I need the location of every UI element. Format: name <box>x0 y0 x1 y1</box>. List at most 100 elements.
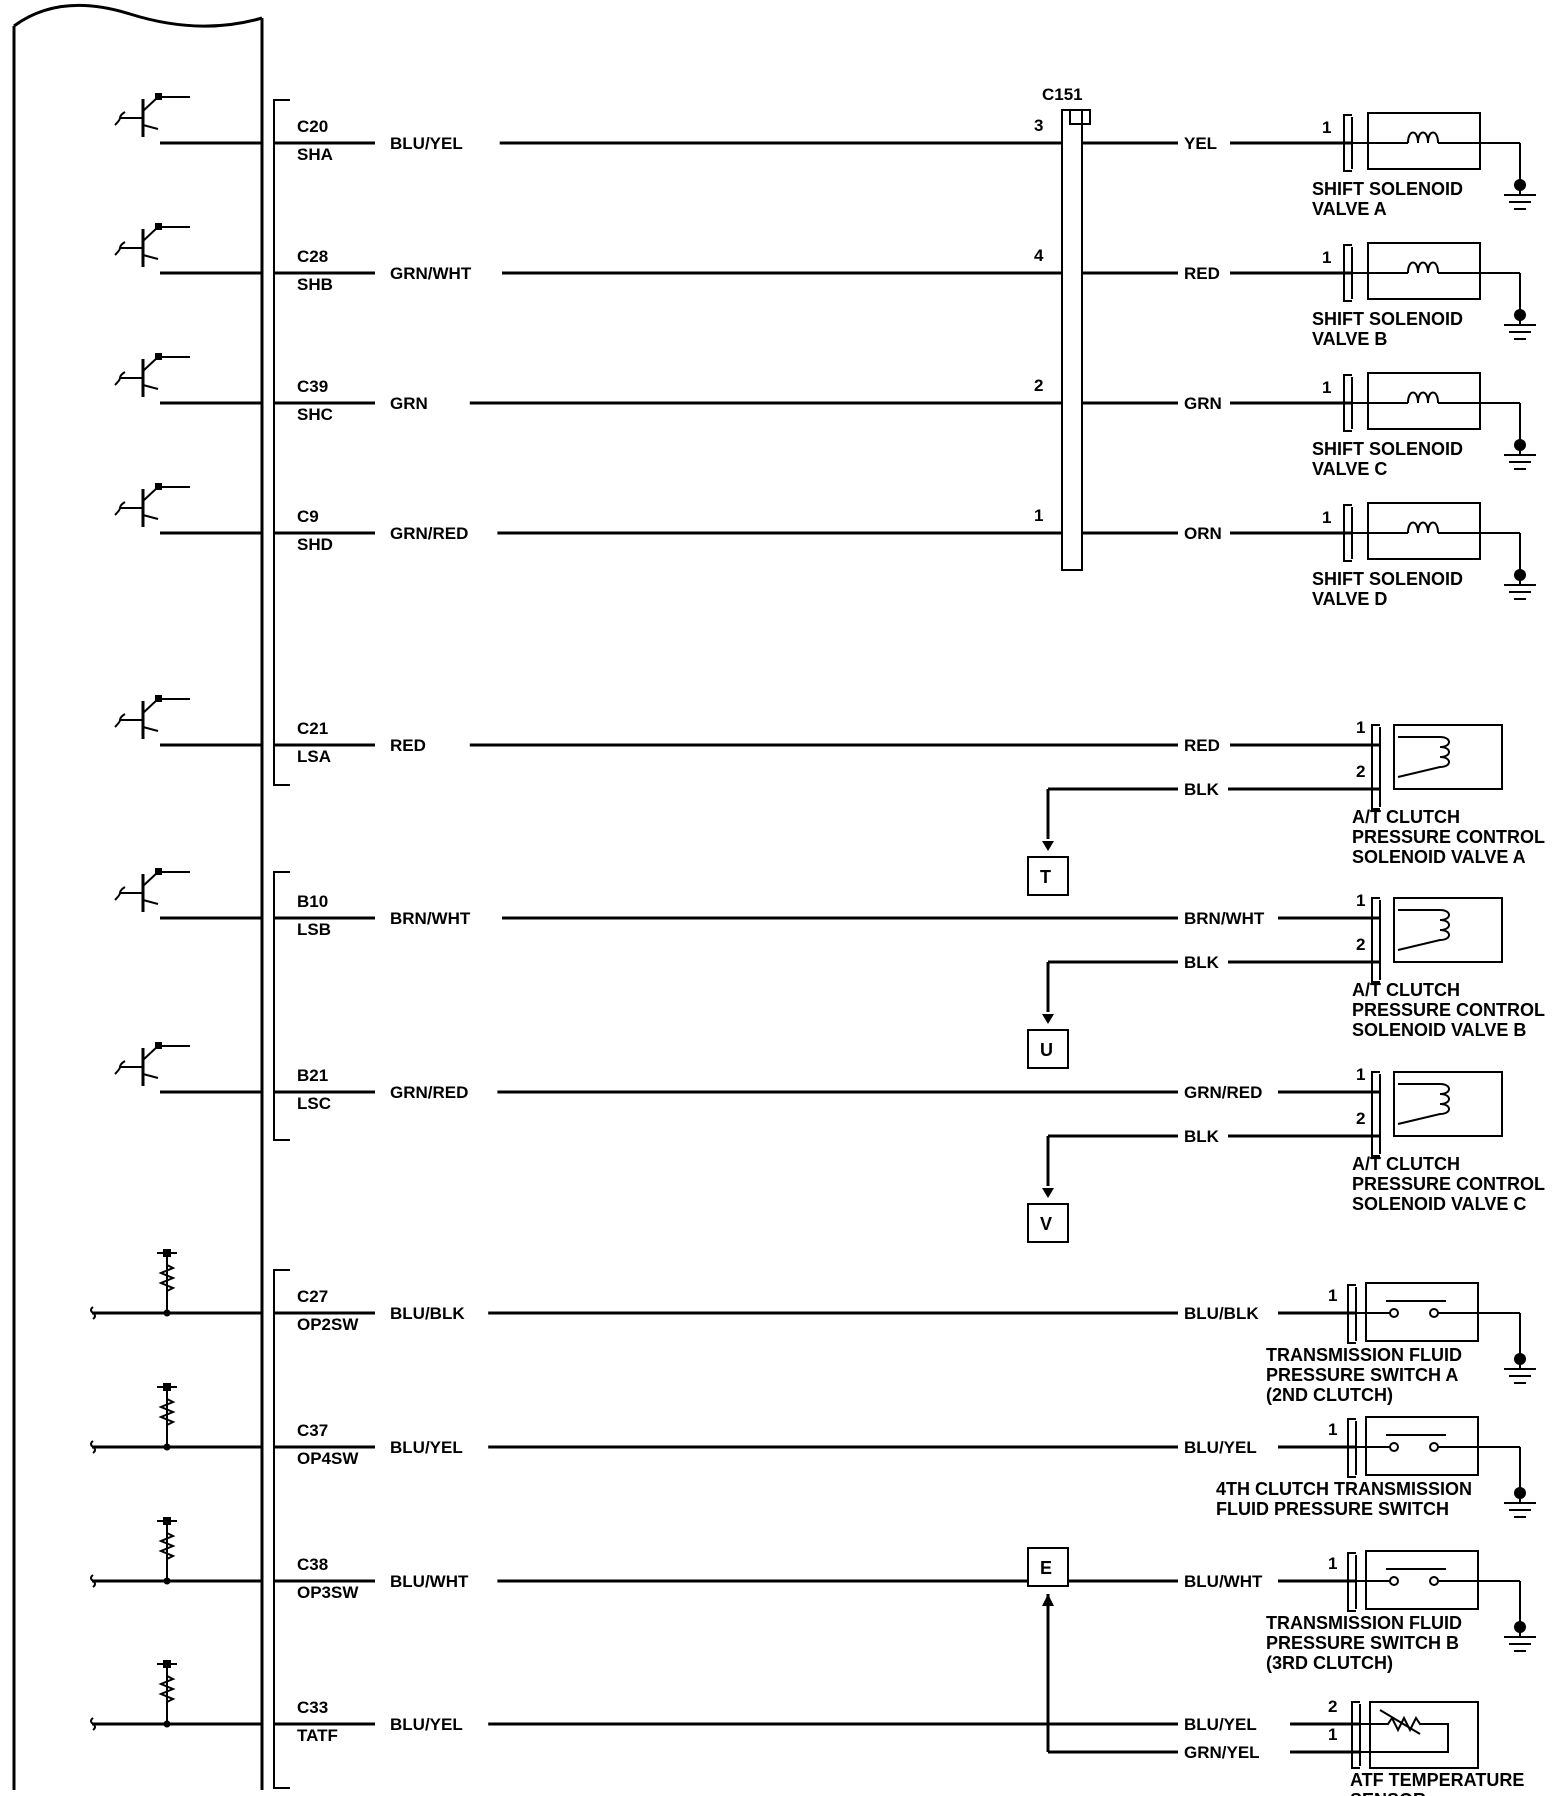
wire-color-label: GRN/RED <box>390 1083 468 1102</box>
pin-signal: OP3SW <box>297 1583 359 1602</box>
wire-color-label: BLK <box>1184 1127 1220 1146</box>
component-label: VALVE B <box>1312 329 1387 349</box>
wire-color-label: BLU/YEL <box>390 134 463 153</box>
transistor-icon <box>113 866 192 914</box>
wire-color-label: BLU/YEL <box>390 1438 463 1457</box>
component-pin: 1 <box>1322 248 1331 267</box>
solenoid-body <box>1393 1071 1503 1137</box>
ground-icon <box>1503 576 1537 600</box>
component-label: SHIFT SOLENOID <box>1312 179 1463 199</box>
transistor-icon <box>113 693 192 741</box>
component-label: A/T CLUTCH <box>1352 1154 1460 1174</box>
component-pin: 2 <box>1356 762 1365 781</box>
pin-signal: LSB <box>297 920 331 939</box>
transistor-icon <box>113 351 192 399</box>
ground-ref-box <box>1027 1029 1069 1069</box>
component-label: (2ND CLUTCH) <box>1266 1385 1393 1405</box>
pullup-resistor-icon <box>90 1382 178 1454</box>
component-pin: 2 <box>1356 1109 1365 1128</box>
coil-icon <box>1407 391 1439 404</box>
component-label: FLUID PRESSURE SWITCH <box>1216 1499 1449 1519</box>
component-label: (3RD CLUTCH) <box>1266 1653 1393 1673</box>
component-label: SOLENOID VALVE C <box>1352 1194 1526 1214</box>
ground-icon <box>1503 186 1537 210</box>
wire-color-label: GRN <box>1184 394 1222 413</box>
component-pin: 1 <box>1322 378 1331 397</box>
pin-signal: SHD <box>297 535 333 554</box>
pin-signal: OP2SW <box>297 1315 359 1334</box>
coil-icon <box>1397 736 1450 778</box>
solenoid-body <box>1393 897 1503 963</box>
pin-signal: LSC <box>297 1094 331 1113</box>
coil-icon <box>1407 131 1439 144</box>
solenoid-body <box>1367 112 1481 170</box>
wire-color-label: RED <box>1184 736 1220 755</box>
wire-color-label: RED <box>1184 264 1220 283</box>
component-label: PRESSURE CONTROL <box>1352 1000 1545 1020</box>
solenoid-body <box>1367 502 1481 560</box>
wire-color-label: BLU/BLK <box>390 1304 465 1323</box>
component-pin: 2 <box>1328 1697 1337 1716</box>
pin-number: C9 <box>297 507 319 526</box>
component-pin: 1 <box>1356 891 1365 910</box>
connector-c151: C151 <box>1042 85 1091 571</box>
component-label: SHIFT SOLENOID <box>1312 439 1463 459</box>
wire-color-label: BLK <box>1184 953 1220 972</box>
transistor-icon <box>113 1040 192 1088</box>
pin-number: B21 <box>297 1066 328 1085</box>
component-pin: 1 <box>1328 1725 1337 1744</box>
coil-icon <box>1397 1083 1450 1125</box>
pin-number: C28 <box>297 247 328 266</box>
connector-label: C151 <box>1042 85 1083 104</box>
ground-ref-box <box>1027 856 1069 896</box>
component-pin: 1 <box>1356 1065 1365 1084</box>
ground-icon <box>1503 1360 1537 1384</box>
component-label: ATF TEMPERATURE <box>1350 1770 1524 1790</box>
ground-icon <box>1503 1628 1537 1652</box>
ecu-body <box>12 3 264 1790</box>
wire-color-label: GRN <box>390 394 428 413</box>
ground-ref-box <box>1027 1203 1069 1243</box>
component-pin: 1 <box>1328 1286 1337 1305</box>
pin-number: C27 <box>297 1287 328 1306</box>
component-label: 4TH CLUTCH TRANSMISSION <box>1216 1479 1472 1499</box>
transistor-icon <box>113 91 192 139</box>
component-label: PRESSURE SWITCH A <box>1266 1365 1458 1385</box>
component-label: PRESSURE CONTROL <box>1352 827 1545 847</box>
pin-signal: OP4SW <box>297 1449 359 1468</box>
ground-icon <box>1503 446 1537 470</box>
component-label: SENSOR <box>1350 1790 1426 1796</box>
pullup-resistor-icon <box>90 1659 178 1731</box>
component-pin: 1 <box>1322 118 1331 137</box>
pin-number: C33 <box>297 1698 328 1717</box>
wire-color-label: BLU/YEL <box>1184 1438 1257 1457</box>
component-label: SOLENOID VALVE B <box>1352 1020 1526 1040</box>
wire-color-label: GRN/RED <box>390 524 468 543</box>
ground-ref-label: V <box>1040 1214 1052 1234</box>
component-label: SHIFT SOLENOID <box>1312 309 1463 329</box>
connector-pin: 1 <box>1034 506 1043 525</box>
wire-color-label: YEL <box>1184 134 1217 153</box>
component-label: A/T CLUTCH <box>1352 980 1460 1000</box>
ground-icon <box>1503 316 1537 340</box>
wire-color-label: GRN/WHT <box>390 264 472 283</box>
solenoid-body <box>1367 372 1481 430</box>
wire-color-label: ORN <box>1184 524 1222 543</box>
component-label: TRANSMISSION FLUID <box>1266 1345 1462 1365</box>
